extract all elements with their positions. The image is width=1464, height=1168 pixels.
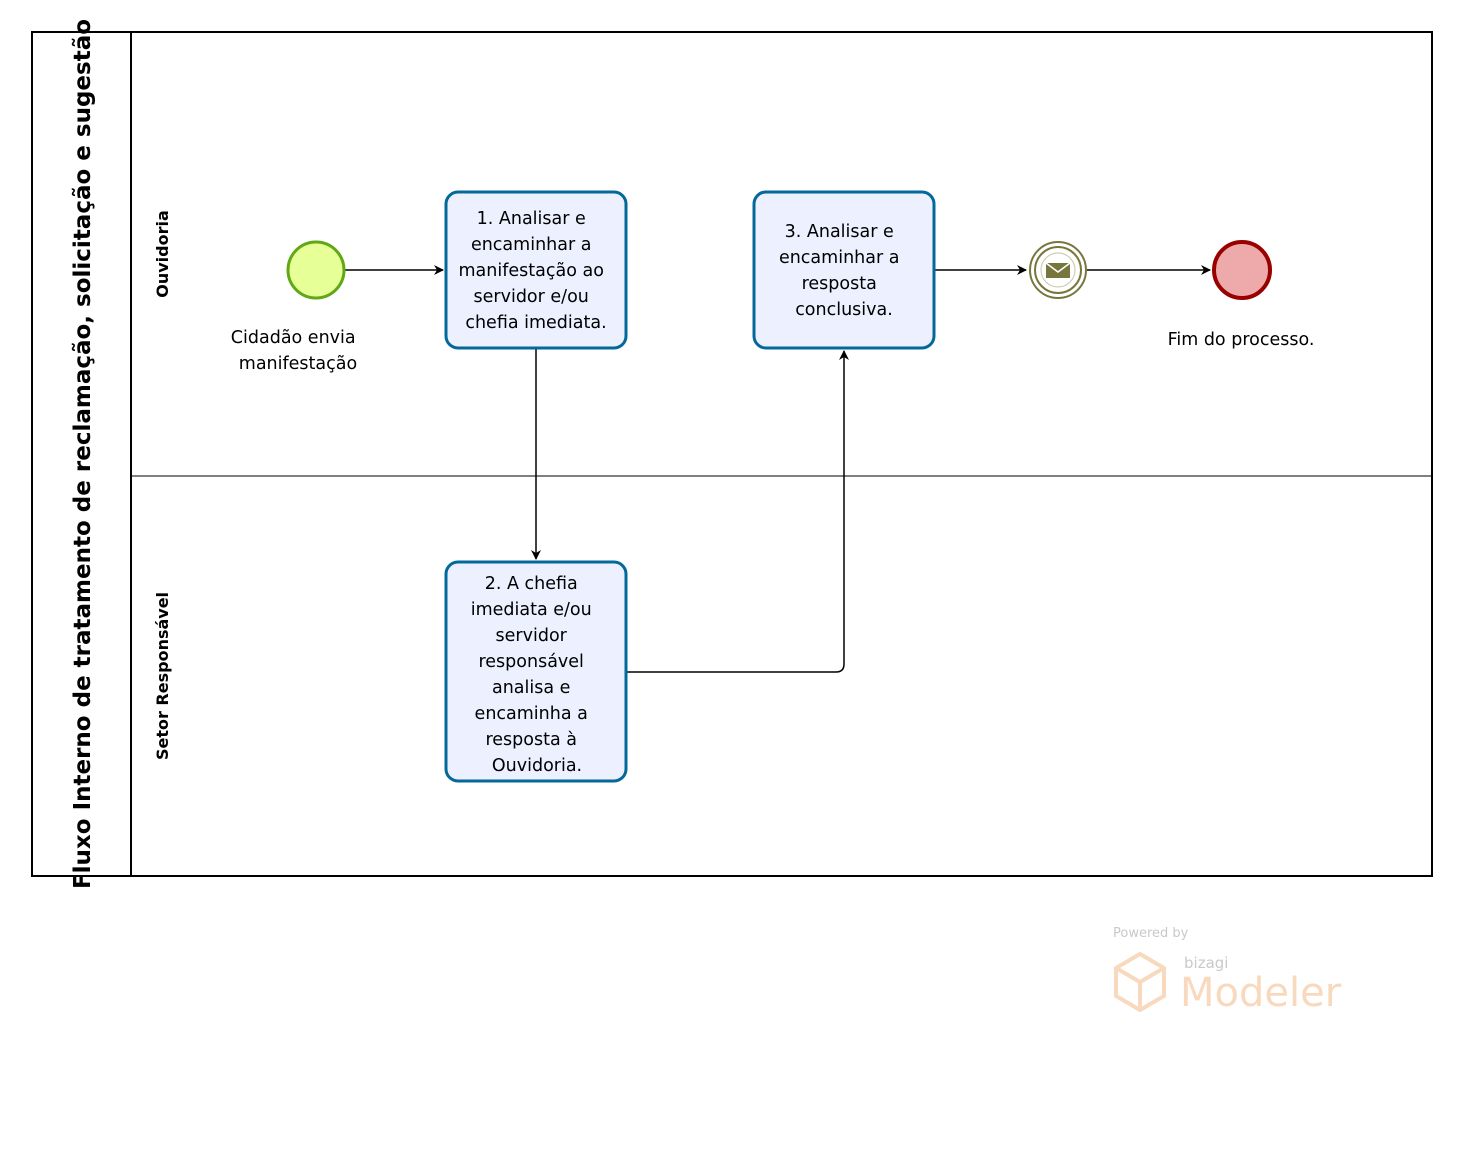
start-event-label-line: Cidadão envia	[231, 328, 356, 348]
lane-title-setor-responsavel: Setor Responsável	[153, 592, 172, 760]
end-event-label: Fim do processo.	[1168, 330, 1315, 350]
flow-task2-to-task3[interactable]	[626, 350, 849, 673]
start-event-label-line: manifestação	[239, 354, 357, 374]
end-event-circle	[1212, 240, 1272, 300]
start-event-circle	[286, 240, 346, 300]
task-1-line: encaminhar a	[471, 235, 592, 255]
envelope-icon	[1045, 262, 1071, 278]
bizagi-logo-icon	[1114, 951, 1166, 1013]
task-2-line: imediata e/ou	[471, 600, 592, 620]
task-2-line: servidor	[496, 626, 568, 646]
task-1[interactable]: 1. Analisar e encaminhar a manifestação …	[444, 190, 628, 350]
pool: Fluxo Interno de tratamento de reclamaçã…	[31, 19, 1433, 889]
task-2-line: Ouvidoria.	[492, 756, 582, 776]
bizagi-watermark: Powered by bizagi Modeler	[1113, 926, 1342, 1016]
message-event[interactable]	[1029, 241, 1087, 299]
task-3-line: resposta	[802, 274, 877, 294]
task-3-text: 3. Analisar e encaminhar a resposta conc…	[779, 222, 905, 320]
start-event[interactable]	[286, 240, 346, 300]
task-1-line: chefia imediata.	[465, 313, 606, 333]
task-3-line: conclusiva.	[795, 300, 893, 320]
task-2-line: responsável	[478, 652, 583, 672]
task-1-text: 1. Analisar e encaminhar a manifestação …	[459, 209, 610, 333]
task-3-line: encaminhar a	[779, 248, 900, 268]
task-1-line: manifestação ao	[459, 261, 604, 281]
task-1-line: servidor e/ou	[474, 287, 589, 307]
lane-ouvidoria: Ouvidoria	[131, 210, 1432, 477]
end-event[interactable]	[1212, 240, 1272, 300]
lane-title-ouvidoria: Ouvidoria	[153, 210, 172, 298]
task-2-text: 2. A chefia imediata e/ou servidor respo…	[471, 574, 598, 776]
watermark-powered-by: Powered by	[1113, 926, 1189, 941]
watermark-brand: bizagi	[1184, 954, 1228, 972]
task-2[interactable]: 2. A chefia imediata e/ou servidor respo…	[444, 560, 628, 783]
task-1-line: 1. Analisar e	[477, 209, 586, 229]
task-2-line: 2. A chefia	[485, 574, 578, 594]
task-2-line: analisa e	[492, 678, 570, 698]
task-3[interactable]: 3. Analisar e encaminhar a resposta conc…	[752, 190, 936, 350]
watermark-product: Modeler	[1180, 970, 1342, 1016]
pool-title: Fluxo Interno de tratamento de reclamaçã…	[70, 19, 96, 889]
task-2-line: resposta à	[485, 730, 577, 750]
lane-setor-responsavel: Setor Responsável	[153, 592, 172, 760]
task-3-line: 3. Analisar e	[785, 222, 894, 242]
task-2-line: encaminha a	[475, 704, 588, 724]
sequence-flows	[345, 265, 1211, 673]
start-event-label: Cidadão envia manifestação	[231, 328, 361, 374]
